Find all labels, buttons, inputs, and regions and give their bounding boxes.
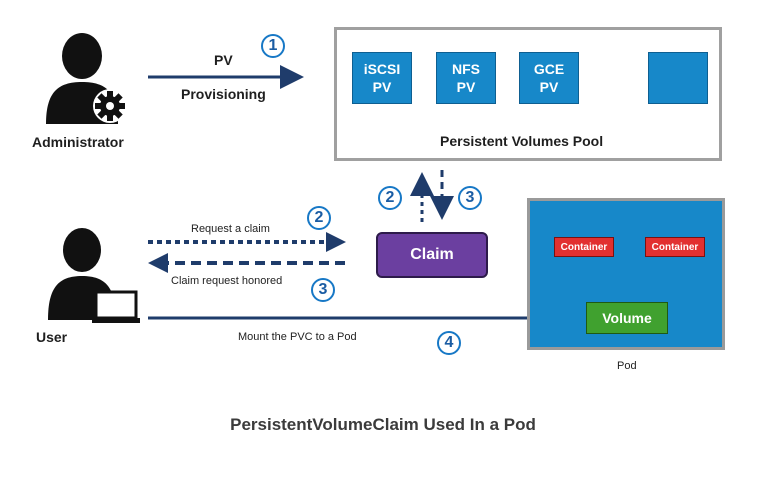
step-4-badge: 4 <box>437 331 461 355</box>
empty-pv <box>648 52 708 104</box>
step-1-badge: 1 <box>261 34 285 58</box>
provisioning-arrow-label: Provisioning <box>181 86 266 102</box>
pv-suffix: PV <box>456 79 476 95</box>
pv-type: NFS <box>452 61 480 77</box>
user-label: User <box>36 329 68 345</box>
pv-arrow-label: PV <box>214 52 233 68</box>
request-claim-label: Request a claim <box>191 223 270 235</box>
pool-title: Persistent Volumes Pool <box>440 133 604 149</box>
volume-box: Volume <box>586 302 668 334</box>
pv-type: iSCSI <box>363 61 401 77</box>
container-1: Container <box>554 237 614 257</box>
administrator-icon <box>44 30 130 126</box>
pv-type: GCE <box>533 61 565 77</box>
administrator-label: Administrator <box>32 134 124 150</box>
claim-honored-label: Claim request honored <box>171 275 283 287</box>
container-2: Container <box>645 237 705 257</box>
pod-label: Pod <box>617 360 637 372</box>
gce-pv: GCE PV <box>519 52 579 104</box>
claim-box: Claim <box>376 232 488 278</box>
diagram-caption: PersistentVolumeClaim Used In a Pod <box>230 415 536 434</box>
mount-pvc-label: Mount the PVC to a Pod <box>238 331 357 343</box>
step-2-request-badge: 2 <box>307 206 331 230</box>
user-icon <box>44 226 140 326</box>
pv-suffix: PV <box>539 79 559 95</box>
step-3-honored-badge: 3 <box>311 278 335 302</box>
nfs-pv: NFS PV <box>436 52 496 104</box>
pv-suffix: PV <box>372 79 392 95</box>
step-2-claim-badge: 2 <box>378 186 402 210</box>
iscsi-pv: iSCSI PV <box>352 52 412 104</box>
step-3-claim-badge: 3 <box>458 186 482 210</box>
